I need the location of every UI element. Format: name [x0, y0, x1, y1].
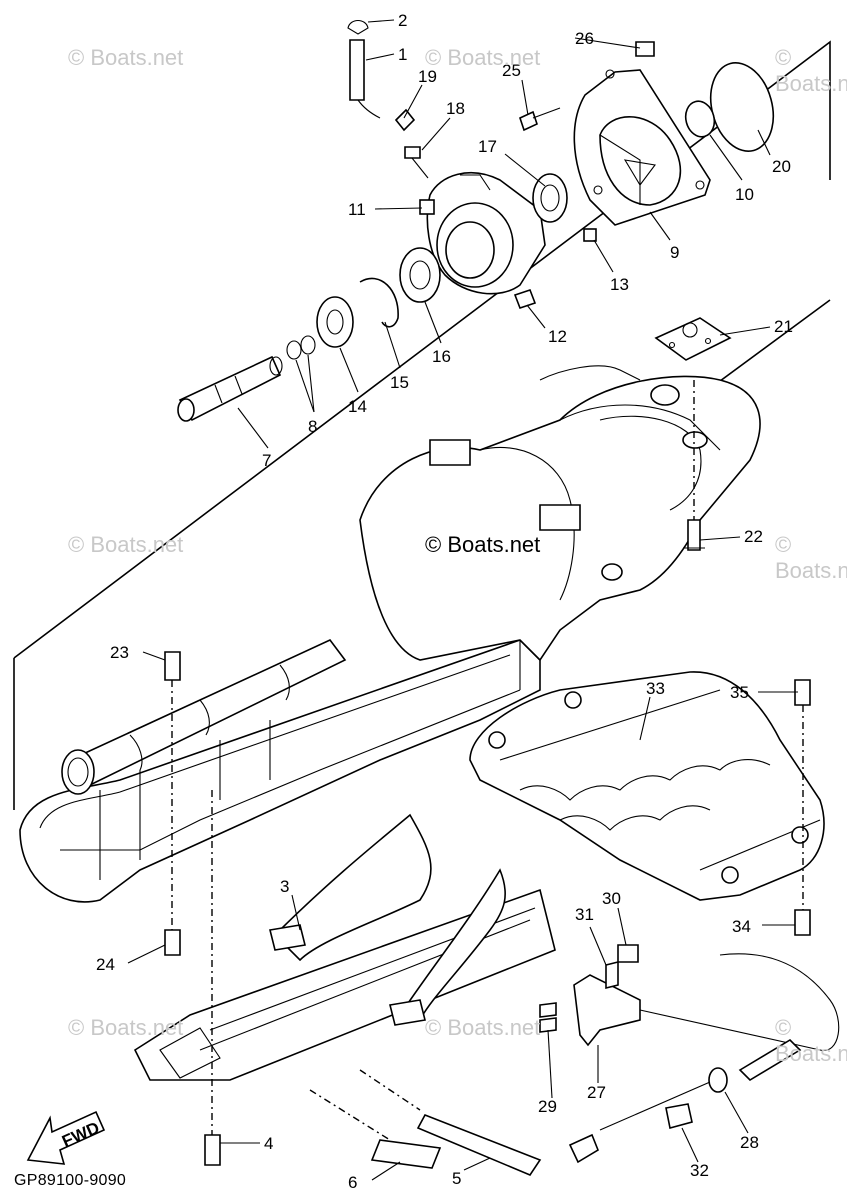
callout-12: 12 — [548, 327, 567, 346]
cover-plate — [469, 671, 825, 901]
callout-13: 13 — [610, 275, 629, 294]
callout-27: 27 — [587, 1083, 606, 1102]
bolts — [164, 380, 811, 1166]
watermark: © Boats.net — [68, 532, 184, 557]
callout-1: 1 — [398, 45, 407, 64]
cable-assembly — [539, 944, 840, 1164]
watermark-center: © Boats.net — [425, 532, 541, 557]
small-fasteners-top — [347, 19, 655, 310]
fwd-arrow-icon: FWD — [26, 1110, 106, 1165]
callout-5: 5 — [452, 1169, 461, 1188]
callout-22: 22 — [744, 527, 763, 546]
callout-31: 31 — [575, 905, 594, 924]
callout-33: 33 — [646, 679, 665, 698]
callout-34: 34 — [732, 917, 751, 936]
callout-11: 11 — [348, 200, 366, 219]
callout-15: 15 — [390, 373, 409, 392]
watermark: © Boats.net — [68, 1015, 184, 1040]
watermark: © Boats.net — [425, 45, 541, 70]
watermark: © Boats.net — [68, 45, 184, 70]
callout-32: 32 — [690, 1161, 709, 1180]
watermark: © Boats.net — [775, 1015, 847, 1066]
callout-7: 7 — [262, 451, 271, 470]
loose-pads — [309, 1069, 542, 1176]
callout-14: 14 — [348, 397, 367, 416]
bearing-housing — [419, 172, 546, 295]
callout-24: 24 — [96, 955, 115, 974]
mount-plate — [654, 317, 732, 551]
callout-labels: 2 1 19 18 17 11 26 25 20 10 9 13 12 16 1… — [96, 11, 793, 1192]
watermark: © Boats.net — [775, 532, 847, 583]
seals-and-rings — [286, 62, 775, 360]
callout-25: 25 — [502, 61, 521, 80]
callout-35: 35 — [730, 683, 749, 702]
callout-16: 16 — [432, 347, 451, 366]
callout-23: 23 — [110, 643, 129, 662]
callout-21: 21 — [774, 317, 793, 336]
callout-30: 30 — [602, 889, 621, 908]
diagram-code: GP89100-9090 — [14, 1172, 127, 1189]
watermark: © Boats.net — [425, 1015, 541, 1040]
callout-26: 26 — [575, 29, 594, 48]
callout-17: 17 — [478, 137, 497, 156]
callout-3: 3 — [280, 877, 289, 896]
input-shaft — [177, 355, 283, 422]
callout-10: 10 — [735, 185, 754, 204]
callout-2: 2 — [398, 11, 407, 30]
callout-6: 6 — [348, 1173, 357, 1192]
callout-20: 20 — [772, 157, 791, 176]
callout-28: 28 — [740, 1133, 759, 1152]
drive-shaft-housing — [19, 365, 761, 903]
callout-18: 18 — [446, 99, 465, 118]
leader-lines — [127, 19, 798, 1181]
watermark: © Boats.net — [775, 45, 847, 96]
callout-9: 9 — [670, 243, 679, 262]
callout-19: 19 — [418, 67, 437, 86]
base-plate — [133, 813, 556, 1081]
callout-29: 29 — [538, 1097, 557, 1116]
callout-4: 4 — [264, 1134, 273, 1153]
pump-cover — [573, 69, 711, 226]
callout-8: 8 — [308, 417, 317, 436]
